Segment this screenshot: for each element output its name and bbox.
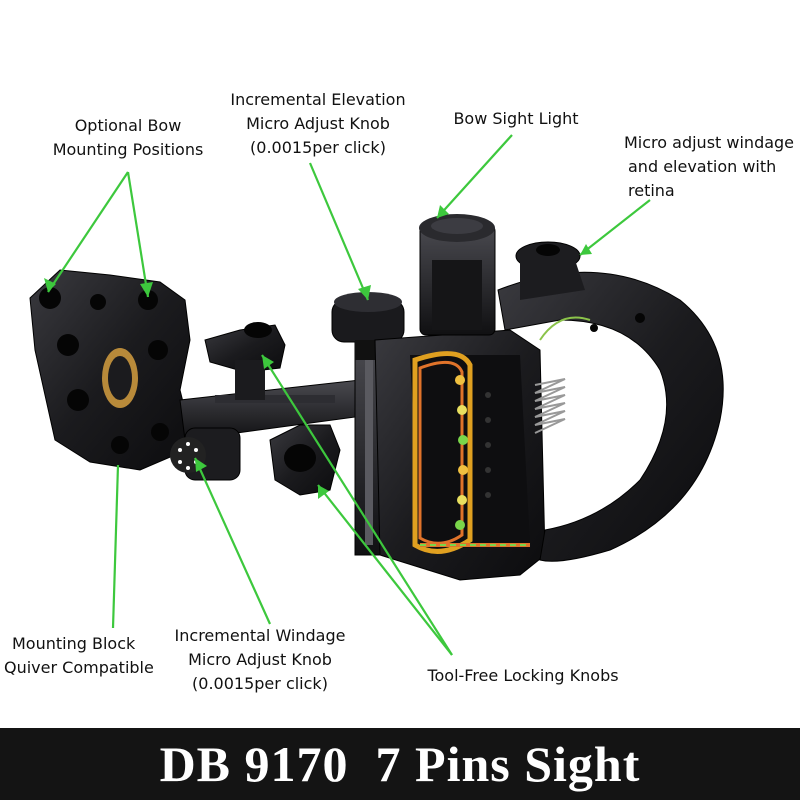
- callout-arrowheads: [44, 205, 592, 499]
- label-line: (0.0015per click): [192, 674, 328, 693]
- title-banner: DB 9170 7 Pins Sight: [0, 728, 800, 800]
- label-mounting-block: Mounting Block Quiver Compatible: [4, 632, 164, 680]
- label-locking-knobs: Tool-Free Locking Knobs: [398, 664, 648, 688]
- label-line: (0.0015per click): [250, 138, 386, 157]
- sight-guard: [497, 241, 724, 562]
- label-line: Tool-Free Locking Knobs: [427, 666, 619, 685]
- callout-lines: [47, 134, 651, 656]
- label-line: Incremental Elevation: [230, 90, 406, 109]
- sight-light: [419, 214, 496, 336]
- tension-spring: [534, 378, 566, 434]
- label-sight-light: Bow Sight Light: [440, 107, 592, 131]
- label-line: Micro Adjust Knob: [188, 650, 332, 669]
- label-optional-mounting: Optional Bow Mounting Positions: [38, 114, 218, 162]
- label-line: Optional Bow: [74, 116, 182, 135]
- label-line: Micro Adjust Knob: [246, 114, 390, 133]
- mounting-block: [29, 269, 191, 471]
- label-elevation-knob: Incremental Elevation Micro Adjust Knob …: [218, 88, 418, 160]
- lower-locking-knob: [269, 424, 341, 496]
- label-line: Bow Sight Light: [453, 109, 579, 128]
- label-line: Mounting Block: [12, 634, 136, 653]
- label-line: Quiver Compatible: [4, 658, 154, 677]
- label-line: and elevation with: [628, 157, 777, 176]
- banner-title: DB 9170 7 Pins Sight: [159, 736, 641, 792]
- label-line: Incremental Windage: [174, 626, 346, 645]
- pin-housing: [374, 329, 546, 581]
- label-line: retina: [628, 181, 675, 200]
- label-micro-adjust-retina: Micro adjust windage and elevation with …: [624, 131, 800, 203]
- upper-locking-knob: [204, 322, 286, 400]
- label-line: Micro adjust windage: [624, 133, 795, 152]
- elevation-knob: [331, 292, 405, 360]
- label-line: Mounting Positions: [52, 140, 204, 159]
- label-windage-knob: Incremental Windage Micro Adjust Knob (0…: [160, 624, 360, 696]
